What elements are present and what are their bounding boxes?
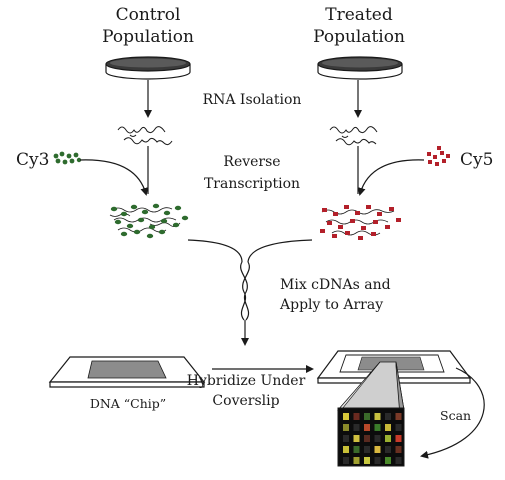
control-petri-dish-icon — [105, 56, 191, 80]
scan-spot — [353, 435, 360, 442]
scan-spot — [374, 413, 381, 420]
scan-spot — [395, 435, 402, 442]
treated-rna-squiggle-icon — [329, 126, 378, 146]
control-population-title-line1: Control — [116, 5, 181, 25]
mix-cdnas-label-line2: Apply to Array — [279, 297, 383, 313]
control-cdna-green-labels — [110, 203, 189, 239]
scan-spot — [385, 446, 391, 453]
scan-spot — [353, 413, 360, 420]
scan-spot — [385, 457, 391, 464]
cy5-dye-dots-icon — [427, 146, 450, 166]
dna-chip-label: DNA “Chip” — [90, 396, 166, 411]
scan-label: Scan — [440, 408, 471, 423]
control-population-title-line2: Population — [102, 27, 194, 47]
scan-spot — [353, 424, 360, 431]
scan-spot — [395, 457, 402, 464]
treated-population-title-line1: Treated — [325, 5, 393, 25]
scan-spot — [395, 424, 402, 431]
scan-spot — [374, 435, 381, 442]
scan-spot — [353, 446, 360, 453]
scan-spot — [353, 457, 360, 464]
scan-spot — [374, 446, 381, 453]
mixed-cdna-twist-icon — [240, 261, 250, 321]
scan-spot — [364, 446, 370, 453]
hybridize-label-line2: Coverslip — [212, 393, 279, 409]
scan-spot — [395, 413, 402, 420]
hybridize-label-line1: Hybridize Under — [187, 373, 306, 389]
scan-spot — [385, 435, 391, 442]
rna-isolation-label: RNA Isolation — [203, 92, 302, 108]
scan-arrow — [420, 367, 485, 459]
treated-petri-dish-icon — [317, 56, 403, 80]
scan-spot — [343, 457, 349, 464]
cy3-dye-dots-icon — [53, 151, 82, 165]
scan-spot — [343, 424, 349, 431]
treated-population-title-line2: Population — [313, 27, 405, 47]
control-rna-squiggle-icon — [117, 126, 173, 146]
cy5-to-treated-arrow — [357, 159, 425, 196]
scan-spot — [364, 435, 370, 442]
cy3-to-control-arrow — [79, 159, 149, 196]
treated-cdna-red-labels — [320, 205, 401, 240]
scan-spot — [364, 424, 370, 431]
dna-chip-slide-icon — [48, 356, 206, 388]
scan-spot — [343, 413, 349, 420]
scan-spot-grid — [343, 413, 402, 464]
scan-spot — [343, 435, 349, 442]
mix-cdnas-label-line1: Mix cDNAs and — [280, 277, 391, 293]
transcription-label: Transcription — [204, 176, 300, 192]
treated-merge-curve — [247, 239, 313, 263]
control-merge-curve — [187, 239, 243, 263]
scan-spot — [343, 446, 349, 453]
scan-spot — [385, 424, 391, 431]
cy3-label: Cy3 — [16, 150, 49, 170]
scan-spot — [364, 457, 370, 464]
scan-spot — [395, 446, 402, 453]
scan-spot — [364, 413, 370, 420]
reverse-label: Reverse — [223, 154, 280, 170]
scan-spot — [374, 457, 381, 464]
scan-spot — [374, 424, 381, 431]
scan-spot — [385, 413, 391, 420]
cy5-label: Cy5 — [460, 150, 493, 170]
